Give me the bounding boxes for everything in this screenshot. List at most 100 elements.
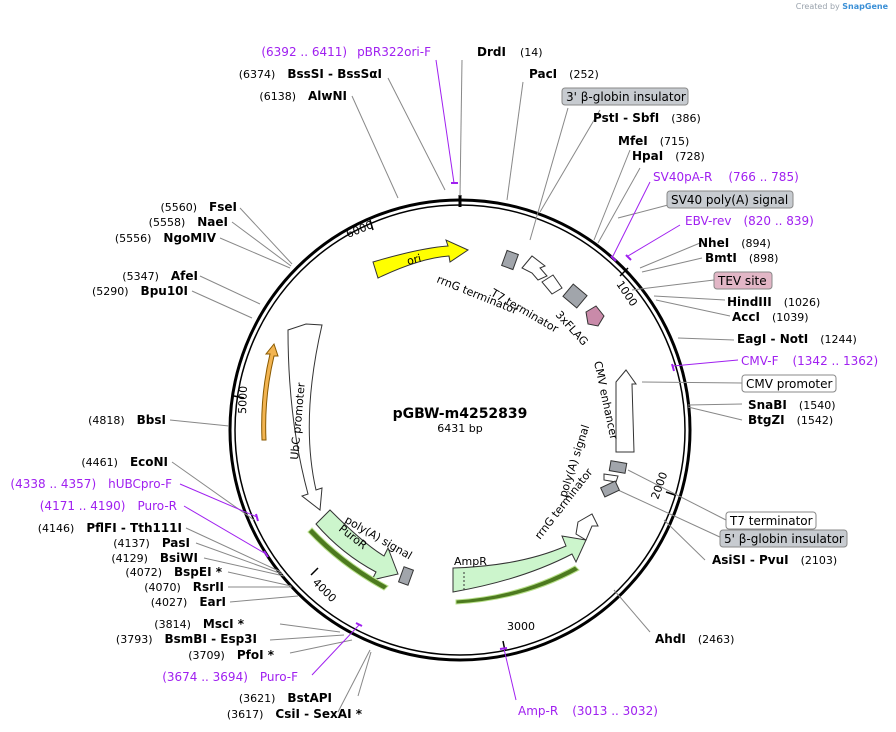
orange-orf-arrow: [261, 342, 279, 441]
leader-purof: [311, 624, 360, 676]
primer-mark-sv40pa: [610, 255, 617, 262]
enzyme-bmti[interactable]: BmtI(898): [705, 251, 778, 265]
enzyme-bstapi[interactable]: (3621)BstAPI: [239, 691, 332, 705]
tick-1000-mark: [619, 267, 629, 277]
enzyme-naei[interactable]: (5558)NaeI: [149, 215, 228, 229]
enzyme-rsrii[interactable]: (4070)RsrII: [144, 580, 224, 594]
primer-purof[interactable]: (3674 .. 3694)Puro-F: [162, 670, 298, 684]
rrng-right-arrow[interactable]: [575, 513, 599, 541]
enzyme-ahdi[interactable]: AhdI(2463): [655, 632, 734, 646]
enzyme-csii[interactable]: (3617)CsiI - SexAI *: [227, 707, 363, 721]
leader-hindiii: [653, 295, 726, 301]
enzyme-eagi[interactable]: EagI - NotI(1244): [737, 332, 857, 346]
enzyme-pfoi[interactable]: (3709)PfoI *: [188, 648, 274, 662]
ampr-orf-arrow: [455, 565, 580, 605]
terminator-box-2[interactable]: [562, 283, 588, 309]
primer-labels: (6392 .. 6411)pBR322ori-F SV40pA-R(766 .…: [10, 45, 878, 718]
primer-mark-cmvf: [671, 363, 675, 372]
primer-mark-ampr: [499, 647, 508, 650]
right-terminator-box-2[interactable]: [599, 480, 621, 498]
enzyme-ngomiv[interactable]: (5556)NgoMIV: [115, 231, 217, 245]
sv40polya-label: SV40 poly(A) signal: [671, 193, 788, 207]
primer-leader-lines: [179, 59, 739, 701]
leader-naei: [231, 221, 292, 267]
leader-bbsi: [169, 419, 230, 427]
enzyme-asisi[interactable]: AsiSI - PvuI(2103): [712, 553, 837, 567]
sv40polya-box[interactable]: [666, 190, 794, 209]
primer-ebvrev[interactable]: EBV-rev(820 .. 839): [685, 214, 814, 228]
enzyme-bsiwi[interactable]: (4129)BsiWI: [111, 551, 198, 565]
primer-puror[interactable]: (4171 .. 4190)Puro-R: [40, 499, 177, 513]
t7-terminator-top-arrow[interactable]: [521, 255, 548, 281]
ori-label: ori: [406, 252, 423, 268]
leader-btgzi: [687, 406, 743, 421]
leader-asisi: [663, 519, 706, 561]
t7-terminator-box[interactable]: [725, 511, 817, 530]
leader-nhei: [639, 242, 701, 269]
primer-ampr[interactable]: Amp-R(3013 .. 3032): [518, 704, 658, 718]
right-terminator-box-1[interactable]: [608, 460, 628, 474]
leader-ebvrev: [627, 224, 681, 257]
leader-t7-terminator: [627, 469, 727, 521]
leader-bmti: [641, 257, 703, 273]
enzyme-hindiii[interactable]: HindIII(1026): [727, 295, 820, 309]
primer-hubcpro[interactable]: (4338 .. 4357)hUBCpro-F: [10, 477, 172, 491]
leader-fsei: [239, 207, 293, 265]
enzyme-msci[interactable]: (3814)MscI *: [154, 617, 244, 631]
flag-label: 3xFLAG: [553, 308, 591, 348]
tev-box[interactable]: [713, 271, 773, 290]
leader-bsiwi: [203, 557, 285, 577]
enzyme-snabi[interactable]: SnaBI(1540): [748, 398, 835, 412]
polya-left-box[interactable]: [397, 566, 415, 586]
terminator-small-arrow[interactable]: [541, 274, 563, 295]
enzyme-btgzi[interactable]: BtgZI(1542): [748, 413, 833, 427]
enzyme-labels: DrdI(14) PacI(252) PstI - SbfI(386) MfeI…: [38, 45, 857, 721]
bglobin-top-box[interactable]: [561, 87, 689, 106]
tick-5000-label: 5000: [236, 386, 250, 414]
ampr-arrow[interactable]: [452, 535, 587, 593]
enzyme-nhei[interactable]: NheI(894): [698, 236, 771, 250]
enzyme-hpai[interactable]: HpaI(728): [632, 149, 705, 163]
enzyme-mfei[interactable]: MfeI(715): [618, 134, 689, 148]
cmv-enhancer-arrow[interactable]: [615, 369, 637, 453]
primer-pbr322ori[interactable]: (6392 .. 6411)pBR322ori-F: [261, 45, 431, 59]
enzyme-pflfi[interactable]: (4146)PflFI - Tth111I: [38, 521, 182, 535]
right-small-arrow[interactable]: [603, 473, 619, 483]
credit-brand: SnapGene: [842, 2, 888, 11]
puror-orf-arrow: [307, 527, 389, 591]
bglobin-5-box[interactable]: [719, 529, 848, 548]
enzyme-fsei[interactable]: (5560)FseI: [160, 200, 237, 214]
enzyme-pasi[interactable]: (4137)PasI: [113, 536, 190, 550]
ubc-promoter-arrow[interactable]: [287, 323, 323, 511]
leader-drdi: [459, 59, 463, 197]
enzyme-alwni[interactable]: (6138)AlwNI: [259, 89, 347, 103]
enzyme-bspei[interactable]: (4072)BspEI *: [125, 565, 222, 579]
primer-sv40pa[interactable]: SV40pA-R(766 .. 785): [653, 170, 799, 184]
leader-bglobin-5: [617, 489, 723, 539]
leader-hpai: [597, 167, 641, 244]
enzyme-bsssi[interactable]: (6374)BssSI - BssSαI: [239, 67, 382, 81]
enzyme-bsmbi[interactable]: (3793)BsmBI - Esp3I: [116, 632, 257, 646]
puror-arrow[interactable]: [315, 509, 399, 581]
leader-cmv-promoter: [641, 381, 743, 384]
enzyme-drdi[interactable]: DrdI(14): [477, 45, 543, 59]
tick-6000-mark: [369, 219, 374, 231]
rrng-terminator-top-box[interactable]: [500, 249, 520, 271]
leader-snabi: [687, 403, 743, 406]
cmv-promoter-box[interactable]: [741, 374, 837, 393]
ori-arrow[interactable]: [372, 239, 470, 279]
enzyme-bbsi[interactable]: (4818)BbsI: [88, 413, 166, 427]
enzyme-psti[interactable]: PstI - SbfI(386): [593, 111, 701, 125]
enzyme-econi[interactable]: (4461)EcoNI: [81, 455, 168, 469]
flag-tag-shape[interactable]: [585, 305, 605, 327]
enzyme-acci[interactable]: AccI(1039): [732, 310, 809, 324]
primer-cmvf[interactable]: CMV-F(1342 .. 1362): [741, 354, 878, 368]
tev-label: TEV site: [717, 274, 767, 288]
enzyme-paci[interactable]: PacI(252): [529, 67, 599, 81]
enzyme-eari[interactable]: (4027)EarI: [151, 595, 226, 609]
leader-sv40pa: [612, 181, 651, 257]
plasmid-length: 6431 bp: [437, 422, 482, 435]
enzyme-afei[interactable]: (5347)AfeI: [122, 269, 198, 283]
enzyme-bpu10i[interactable]: (5290)Bpu10I: [92, 284, 188, 298]
feature-boxes: 3' β-globin insulator SV40 poly(A) signa…: [561, 87, 848, 548]
